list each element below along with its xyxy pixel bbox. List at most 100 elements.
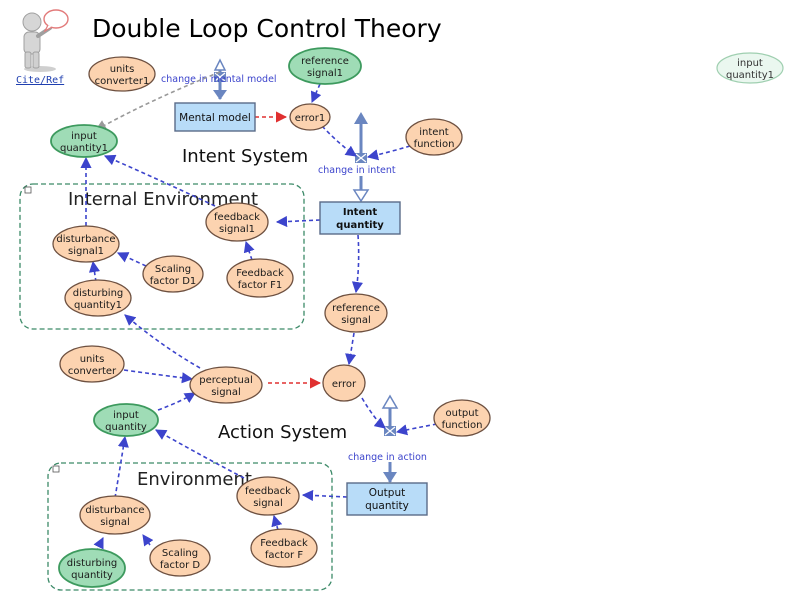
- error-node-shape: [322, 364, 366, 402]
- link-feedback-signal1-to-input-quantity1: [103, 154, 216, 207]
- error1-node-shape: [289, 103, 331, 131]
- page-title: Double Loop Control Theory: [92, 14, 442, 43]
- internal-environment-label: Internal Environment: [68, 189, 258, 210]
- link-error-to-change-in-action: [361, 397, 386, 429]
- intent-quantity-stock[interactable]: Intent quantity: [319, 201, 401, 235]
- feedback-factor-f1-node-label-line-2: factor F1: [238, 280, 283, 291]
- feedback-factor-f-node-label-line-1: Feedback: [260, 538, 308, 549]
- change-in-action-label: change in action: [348, 452, 427, 463]
- change-in-intent-flow[interactable]: change in intent: [318, 112, 396, 203]
- units-converter-node-label-line-1: units: [80, 354, 105, 365]
- svg-text:Mental model: Mental model: [179, 112, 251, 124]
- link-intent-quantity-to-feedback-signal1: [275, 215, 321, 228]
- link-units-converter1-to-input-quantity1: [95, 71, 221, 131]
- output-quantity-stock[interactable]: Output quantity: [346, 482, 428, 516]
- input-quantity1-node-shape: [50, 124, 118, 158]
- output-function-node-label-line-2: function: [442, 420, 483, 431]
- reference-signal-node-label-line-1: reference: [332, 303, 380, 314]
- link-intent-function-to-change-in-intent: [366, 145, 411, 161]
- units-converter1-node-label-line-1: units: [110, 64, 135, 75]
- feedback-signal-node-label-line-1: feedback: [245, 486, 291, 497]
- reference-signal1-node-label-line-2: signal1: [307, 68, 343, 79]
- disturbance-signal1-node-label-line-2: signal1: [68, 246, 104, 257]
- perceptual-signal-node-label-line-2: signal: [211, 387, 241, 398]
- environment-label: Environment: [137, 469, 252, 490]
- environment-collapse-icon[interactable]: [52, 465, 60, 473]
- link-scaling-factor-d-to-disturbance-signal: [142, 534, 154, 547]
- error1-node-label-line-1: error1: [295, 113, 326, 124]
- input-quantity1-ghost-node-label-line-2: quantity1: [726, 70, 774, 81]
- svg-text:Intent: Intent: [343, 207, 378, 218]
- disturbing-quantity1-node-label-line-2: quantity1: [74, 300, 122, 311]
- error-node[interactable]: error: [322, 364, 366, 402]
- link-scaling-factor-d1-to-disturbance-signal1: [116, 252, 147, 267]
- units-converter1-node-label-line-2: converter1: [95, 76, 150, 87]
- input-quantity-node-shape: [93, 403, 159, 437]
- output-function-node-label-line-1: output: [446, 408, 479, 419]
- reference-signal1-node-label-line-1: reference: [301, 56, 349, 67]
- link-error1-to-change-in-intent: [321, 125, 357, 157]
- scaling-factor-d1-node-label-line-2: factor D1: [150, 276, 197, 287]
- units-converter-node-label-line-2: converter: [68, 366, 117, 377]
- feedback-factor-f1-node-shape: [226, 258, 294, 298]
- intent-function-node-label-line-2: function: [414, 139, 455, 150]
- disturbance-signal-node-label-line-2: signal: [100, 517, 130, 528]
- disturbing-quantity-node-label-line-2: quantity: [71, 570, 113, 581]
- link-input-quantity-to-perceptual-signal: [157, 392, 196, 411]
- disturbing-quantity1-node-label-line-1: disturbing: [73, 288, 124, 299]
- feedback-signal1-node-label-line-2: signal1: [219, 224, 255, 235]
- change-in-action-flow[interactable]: change in action: [348, 394, 427, 483]
- internal-environment-group[interactable]: [19, 183, 305, 330]
- scaling-factor-d-node-shape: [149, 539, 211, 577]
- disturbance-signal-node-shape: [79, 495, 151, 535]
- change-in-mental-model-label: change in mental model: [161, 74, 277, 85]
- error-node-label-line-1: error: [332, 379, 357, 390]
- perceptual-signal-node-shape: [189, 366, 263, 404]
- link-feedback-factor-f1-to-feedback-signal1: [243, 240, 255, 261]
- error1-node[interactable]: error1: [289, 103, 331, 131]
- feedback-signal-node-shape: [236, 476, 300, 516]
- change-in-intent-label: change in intent: [318, 165, 396, 176]
- mental-model-stock[interactable]: Mental model: [174, 102, 256, 132]
- internal-environment-collapse-icon[interactable]: [24, 186, 32, 194]
- disturbing-quantity-node-label-line-1: disturbing: [67, 558, 118, 569]
- variables-layer: unitsconverter1referencesignal1inputquan…: [50, 47, 784, 588]
- intent-system-label: Intent System: [182, 146, 308, 167]
- input-quantity1-node-label-line-1: input: [71, 131, 97, 142]
- disturbing-quantity1-node-shape: [64, 279, 132, 317]
- link-intent-quantity-to-reference-signal: [351, 234, 364, 294]
- change-in-mental-model-flow[interactable]: change in mental model: [161, 58, 277, 100]
- link-feedback-factor-f-to-feedback-signal: [271, 514, 283, 531]
- link-units-converter-to-perceptual-signal: [123, 369, 194, 384]
- output-function-node-shape: [433, 399, 491, 437]
- disturbance-signal-node-label-line-1: disturbance: [85, 505, 144, 516]
- svg-text:Output: Output: [369, 487, 405, 499]
- input-quantity1-node-label-line-2: quantity1: [60, 143, 108, 154]
- environment-group[interactable]: [47, 462, 333, 591]
- disturbing-quantity-node-shape: [58, 548, 126, 588]
- cite-ref-link[interactable]: Cite/Ref: [16, 75, 65, 86]
- scaling-factor-d-node-label-line-2: factor D: [160, 560, 200, 571]
- units-converter1-node-shape: [88, 56, 156, 92]
